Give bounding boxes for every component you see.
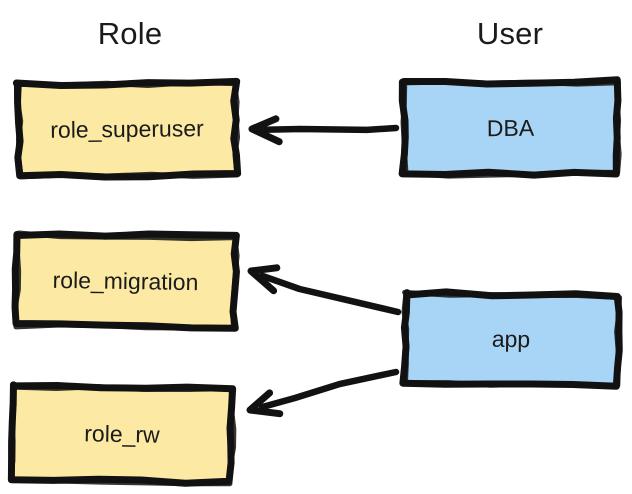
edge-app-to-role_migration (247, 264, 402, 316)
edge-dba-to-role_superuser (248, 115, 400, 146)
node-role-migration[interactable]: role_migration (11, 229, 240, 333)
node-user-dba[interactable]: DBA (398, 76, 623, 179)
node-role-superuser[interactable]: role_superuser (12, 77, 242, 181)
node-role-rw[interactable]: role_rw (7, 381, 237, 487)
column-header-role: Role (97, 16, 163, 51)
edge-app-to-role_rw (246, 368, 400, 418)
node-user-app[interactable]: app (399, 288, 623, 390)
column-header-user: User (476, 16, 544, 51)
